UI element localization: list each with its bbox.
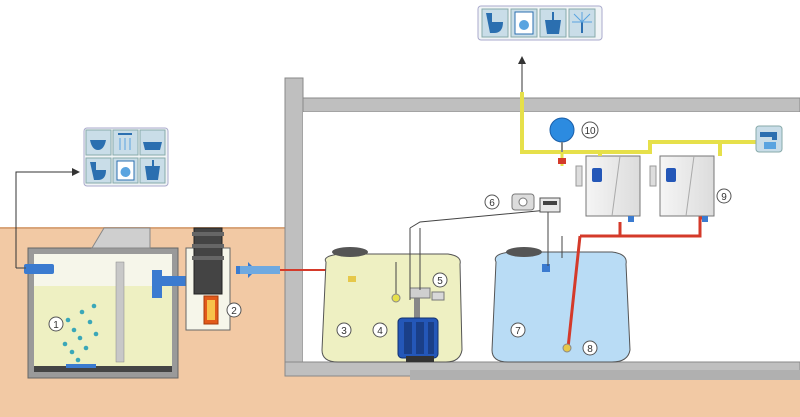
supply-arrow-left — [15, 171, 74, 268]
tank-outlet-pipe-h — [158, 276, 198, 286]
inlet-pipe — [24, 264, 54, 274]
float-switch — [391, 293, 401, 303]
feed-pipe-blue — [240, 266, 280, 274]
label-3: 3 — [336, 322, 352, 338]
pressure-booster-left — [575, 155, 641, 222]
svg-text:6: 6 — [489, 198, 495, 209]
left-icon-panel — [83, 127, 169, 187]
supply-arrow-top-head — [518, 56, 526, 64]
label-4: 4 — [372, 322, 388, 338]
svg-text:2: 2 — [231, 306, 237, 317]
supply-pipe-yellow — [520, 92, 756, 154]
suction-pipe — [566, 235, 582, 349]
sink-icon — [85, 129, 112, 156]
control-box-display — [543, 201, 557, 205]
clean-water-tank — [491, 247, 631, 363]
supply-arrow-left-head — [72, 168, 80, 176]
svg-text:1: 1 — [53, 320, 59, 331]
svg-text:5: 5 — [437, 276, 443, 287]
label-6: 6 — [484, 194, 500, 210]
building-ceiling — [302, 97, 800, 113]
tank-outlet-pipe — [152, 270, 162, 298]
level-sensor-dial — [518, 197, 528, 207]
label-10: 10 — [581, 121, 599, 139]
valve-1 — [558, 158, 566, 164]
label-7: 7 — [510, 322, 526, 338]
svg-text:8: 8 — [587, 344, 593, 355]
top-icon-panel — [477, 5, 603, 41]
label-5: 5 — [432, 272, 448, 288]
greywater-tank — [321, 247, 463, 363]
expansion-vessel — [549, 117, 575, 143]
label-9: 9 — [716, 188, 732, 204]
filter-unit — [185, 227, 231, 331]
building-wall — [284, 77, 304, 369]
svg-text:7: 7 — [515, 326, 521, 337]
svg-text:4: 4 — [377, 326, 383, 337]
svg-text:9: 9 — [721, 192, 727, 203]
label-1: 1 — [48, 316, 64, 332]
settling-tank — [27, 227, 179, 379]
control-cable-3 — [409, 209, 549, 229]
floor-step — [410, 370, 800, 380]
label-8: 8 — [582, 340, 598, 356]
svg-text:3: 3 — [341, 326, 347, 337]
tap-icon — [755, 125, 783, 153]
label-2: 2 — [226, 302, 242, 318]
pressure-booster-right — [649, 155, 715, 222]
svg-text:10: 10 — [584, 126, 596, 137]
suction-filter — [562, 343, 572, 353]
